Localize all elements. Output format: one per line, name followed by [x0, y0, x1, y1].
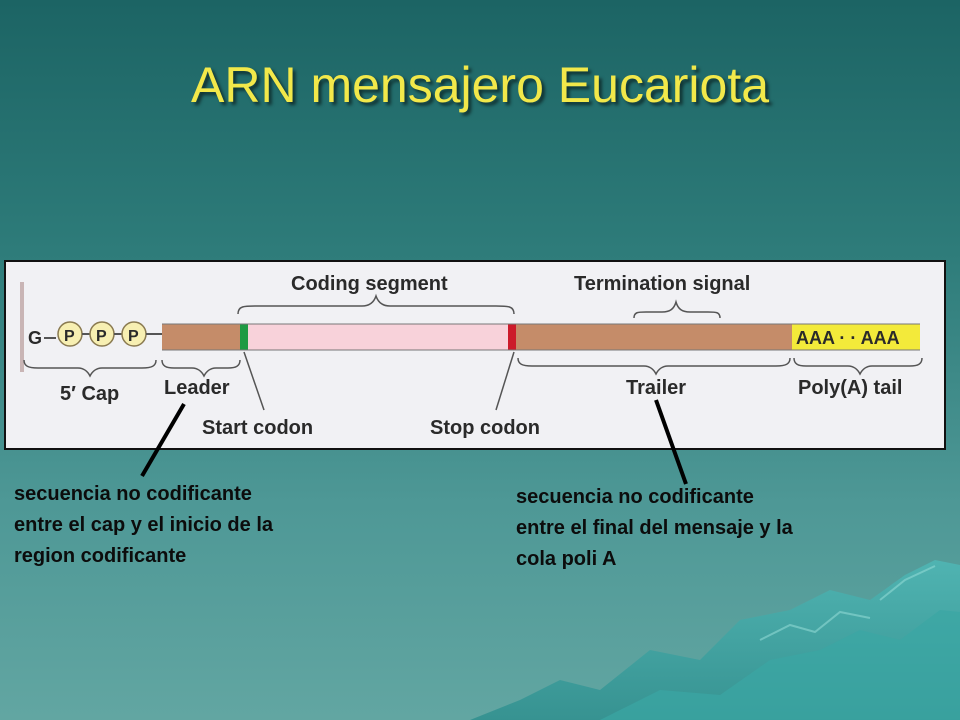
poly-a-region [792, 324, 920, 350]
start-codon-pointer [243, 351, 265, 411]
coding-region [248, 324, 508, 350]
coding-brace [237, 293, 515, 315]
slide-title: ARN mensajero Eucariota [190, 57, 770, 113]
stop-codon-mark [508, 324, 516, 350]
stop-codon-label: Stop codon [430, 417, 540, 439]
coding-segment-label: Coding segment [291, 273, 448, 295]
annotation-line: secuencia no codificante [516, 486, 754, 508]
poly-a-sequence: AAA · · AAA [796, 328, 900, 348]
trailer-annotation: secuencia no codificante entre el final … [516, 482, 936, 575]
mrna-diagram: G P P P [4, 260, 946, 450]
poly-a-brace [793, 357, 923, 376]
start-codon-mark [240, 324, 248, 350]
trailer-brace [517, 357, 791, 376]
leader-label: Leader [164, 377, 230, 399]
trailer-label: Trailer [626, 377, 686, 399]
left-callout-line [140, 402, 186, 478]
trailer-region [516, 324, 792, 350]
annotation-line: entre el final del mensaje y la [516, 517, 793, 539]
termination-signal-label: Termination signal [574, 273, 750, 295]
annotation-line: region codificante [14, 545, 187, 567]
right-callout-line [654, 399, 688, 485]
start-codon-label: Start codon [202, 417, 313, 439]
phosphate-group: P P P [57, 321, 162, 347]
panel-edge-mark [20, 282, 24, 372]
mrna-strand: AAA · · AAA [162, 323, 920, 351]
cap-brace [23, 359, 157, 378]
five-prime-cap-label: 5′ Cap [60, 383, 119, 405]
stop-codon-pointer [495, 351, 515, 411]
poly-a-tail-label: Poly(A) tail [798, 377, 902, 399]
leader-annotation: secuencia no codificante entre el cap y … [14, 479, 414, 572]
phosphate-label: P [128, 328, 139, 345]
leader-brace [161, 359, 241, 378]
g-label: G [28, 328, 42, 348]
phosphate-label: P [64, 328, 75, 345]
annotation-line: secuencia no codificante [14, 483, 252, 505]
annotation-line: cola poli A [516, 548, 617, 570]
termination-brace [633, 299, 721, 319]
annotation-line: entre el cap y el inicio de la [14, 514, 273, 536]
phosphate-label: P [96, 328, 107, 345]
leader-region [162, 324, 240, 350]
